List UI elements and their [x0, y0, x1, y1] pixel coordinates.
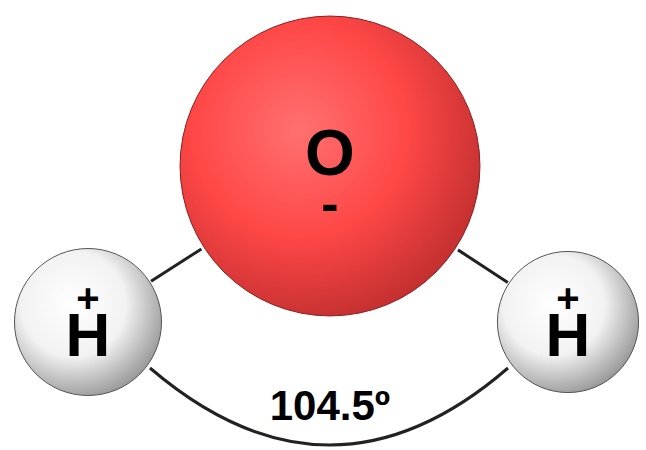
- hydrogen-atom: +H: [13, 247, 163, 397]
- oxygen-atom: O-: [177, 13, 483, 319]
- element-symbol: O: [305, 121, 355, 185]
- bond-line: [151, 249, 201, 281]
- charge-sign: -: [321, 177, 338, 229]
- element-symbol: H: [66, 304, 111, 366]
- angle-label: 104.5º: [266, 383, 394, 429]
- hydrogen-atom: +H: [496, 250, 640, 394]
- element-symbol: H: [546, 304, 591, 366]
- bond-line: [458, 250, 508, 283]
- bond-stroke: [151, 249, 201, 281]
- bond-stroke: [458, 250, 508, 283]
- angle-arc: [150, 368, 508, 445]
